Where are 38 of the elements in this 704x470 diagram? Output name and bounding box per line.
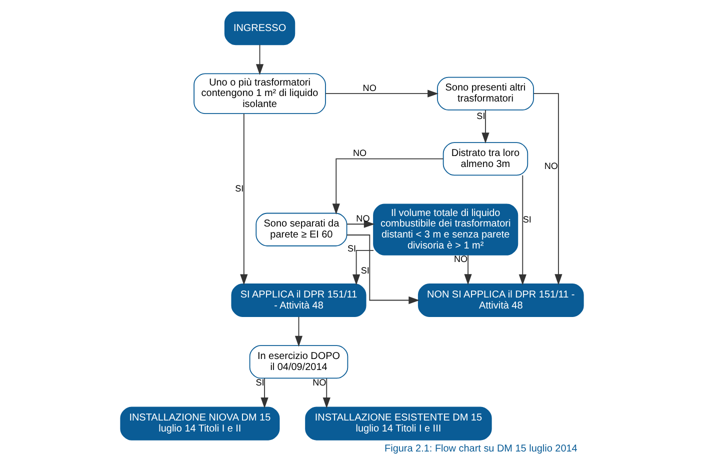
arrow: [294, 316, 303, 347]
node-box: INGRESSO: [224, 12, 296, 46]
node-box: Sono separati da parete ≥ EI 60: [256, 212, 348, 246]
caption: Figura 2.1: Flow chart su DM 15 luglio 2014: [384, 443, 578, 454]
node-box: INSTALLAZIONE NIOVA DM 15 luglio 14 Titoli I e II: [120, 406, 280, 440]
arrow: [260, 378, 268, 408]
edge-label: NO: [362, 82, 376, 93]
edge-label: SI: [360, 265, 370, 276]
arrow: [352, 250, 374, 286]
edge-label: SI: [476, 110, 486, 121]
arrow: [240, 113, 248, 286]
edge-label: SI: [347, 243, 356, 254]
arrow: [346, 220, 375, 228]
node-box: NON SI APPLICA il DPR 151/11 - Attività 48: [418, 284, 584, 318]
node-box: Uno o più trasformatori contengono 1 m² di liquido isolante: [194, 73, 326, 114]
edge-label: NO: [352, 148, 367, 158]
arrow: [518, 174, 526, 286]
arrow: [533, 93, 562, 286]
arrow: [346, 234, 420, 304]
arrow: [332, 158, 444, 215]
edge-label: NO: [454, 254, 468, 264]
arrow: [482, 110, 490, 144]
edge-label: NO: [312, 377, 326, 388]
edge-label: SI: [256, 377, 264, 388]
arrow: [325, 90, 438, 98]
edge-label: NO: [356, 213, 370, 224]
node-box: Il volume totale di liquido combustibile dei trasformatori distanti < 3 m e senza parete divisoria è > 1 m²: [373, 204, 518, 256]
node-box: SI APPLICA il DPR 151/11 - Attività 48: [231, 284, 366, 318]
edge-label: SI: [522, 214, 532, 224]
arrow: [464, 254, 472, 285]
node-box: In esercizio DOPO il 04/09/2014: [249, 345, 348, 379]
arrow: [322, 378, 330, 408]
edge-label: NO: [544, 161, 558, 172]
node-box: INSTALLAZIONE ESISTENTE DM 15 luglio 14 Titoli I e III: [305, 406, 492, 440]
node-box: Sono presenti altri trasformatori: [436, 76, 534, 110]
arrow: [256, 44, 264, 75]
node-box: Distrato tra loro almeno 3m: [442, 142, 528, 176]
edge-label: SI: [235, 184, 244, 194]
